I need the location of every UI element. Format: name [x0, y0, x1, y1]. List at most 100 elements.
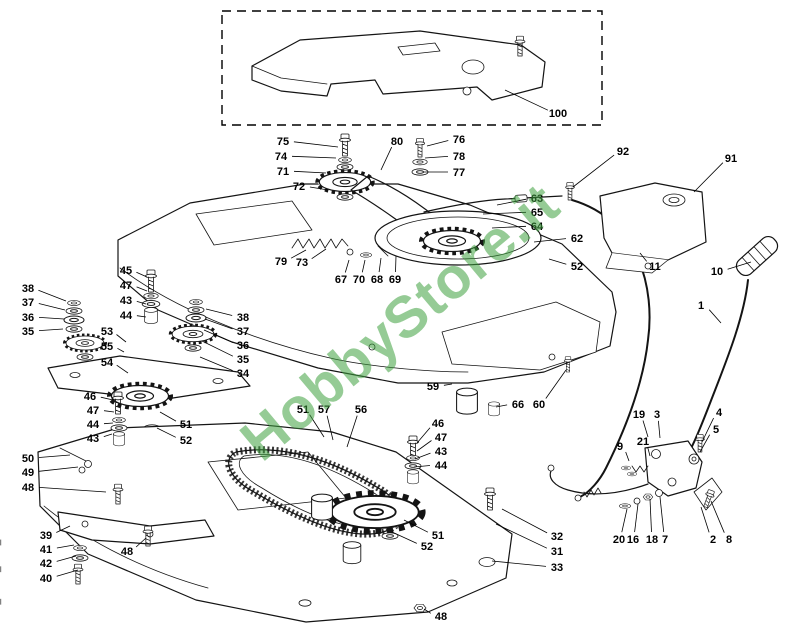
leader-line-60 [545, 369, 567, 399]
part-label-20: 20 [613, 534, 625, 546]
part-label-72: 72 [293, 181, 305, 193]
part-label-48: 48 [435, 611, 447, 623]
leader-line-33 [491, 560, 547, 567]
part-label-35: 35 [237, 354, 249, 366]
leader-line-9 [625, 451, 630, 462]
leader-line-11 [639, 252, 648, 262]
leader-line-19 [642, 420, 649, 438]
part-label-35: 35 [22, 326, 34, 338]
leader-line-53 [116, 334, 127, 343]
leader-line-48 [423, 608, 432, 614]
leader-line-44 [103, 422, 114, 425]
part-label-66: 66 [512, 399, 524, 411]
leader-line-57 [326, 415, 334, 441]
leader-line-8 [710, 500, 725, 533]
inset-box [221, 10, 603, 126]
part-label-34: 34 [237, 368, 250, 380]
part-label-36: 36 [237, 340, 249, 352]
part-label-43: 43 [435, 446, 447, 458]
handle-grip-10 [685, 235, 779, 459]
leader-line-38 [38, 289, 67, 302]
leader-line-1 [708, 309, 722, 324]
part-label-53: 53 [101, 326, 113, 338]
leader-line-59 [443, 383, 453, 386]
part-label-65: 65 [531, 207, 543, 219]
leader-line-20 [621, 508, 628, 533]
leader-line-74 [291, 155, 337, 159]
leader-line-21 [647, 447, 651, 457]
part-label-54: 54 [101, 357, 114, 369]
leader-line-35 [201, 340, 234, 357]
leader-line-32 [501, 508, 548, 534]
part-label-3: 3 [654, 409, 660, 421]
part-label-43: 43 [120, 295, 132, 307]
part-label-44: 44 [120, 310, 133, 322]
leader-line-72 [309, 186, 329, 191]
part-label-76: 76 [453, 134, 465, 146]
part-label-32: 32 [551, 531, 563, 543]
leader-line-36 [203, 329, 233, 343]
leader-line-76 [426, 140, 449, 147]
leader-line-64 [491, 225, 527, 229]
right-cover-91 [599, 182, 707, 274]
part-label-46: 46 [84, 391, 96, 403]
part-label-52: 52 [180, 435, 192, 447]
leader-line-68 [378, 257, 382, 273]
leader-line-71 [293, 170, 327, 174]
lever-assembly [547, 434, 723, 511]
leader-line-38 [205, 308, 233, 316]
leader-line-52 [391, 531, 417, 544]
part-label-7: 7 [662, 534, 668, 546]
leader-line-47 [416, 440, 432, 452]
leader-line-42 [56, 555, 77, 562]
lower-deck [37, 422, 513, 623]
part-label-21: 21 [637, 436, 649, 448]
part-label-73: 73 [296, 257, 308, 269]
leader-line-67 [344, 259, 350, 273]
part-label-8: 8 [726, 534, 732, 546]
leader-line-52 [548, 258, 567, 265]
part-label-74: 74 [275, 151, 288, 163]
part-label-80: 80 [391, 136, 403, 148]
part-label-79: 79 [275, 256, 287, 268]
leader-line-39 [56, 525, 71, 533]
leader-line-46 [100, 396, 114, 401]
leader-line-91 [693, 162, 724, 193]
leader-line-31 [495, 523, 548, 549]
leader-line-63 [496, 198, 527, 206]
leader-line-18 [649, 498, 652, 533]
leader-line-3 [658, 420, 661, 439]
part-label-68: 68 [371, 274, 383, 286]
part-label-91: 91 [725, 153, 737, 165]
part-label-16: 16 [627, 534, 639, 546]
part-label-92: 92 [617, 146, 629, 158]
part-label-71: 71 [277, 166, 289, 178]
leader-line-100 [504, 89, 549, 111]
ring-gear-62 [374, 210, 542, 266]
leader-line-10 [727, 261, 752, 270]
leader-line-50 [38, 454, 71, 458]
part-label-69: 69 [389, 274, 401, 286]
part-label-48: 48 [22, 482, 34, 494]
part-label-47: 47 [120, 280, 132, 292]
leader-line-48 [135, 537, 147, 548]
leader-line-51 [309, 414, 325, 438]
leader-line-43 [414, 452, 431, 460]
leader-line-34 [199, 356, 233, 371]
leader-line-54 [116, 364, 129, 374]
top-cover-part [251, 30, 546, 101]
part-label-49: 49 [22, 467, 34, 479]
part-label-45: 45 [120, 265, 132, 277]
leader-line-45 [136, 271, 148, 278]
leader-line-7 [659, 496, 665, 533]
leader-line-62 [533, 238, 567, 243]
leader-line-69 [395, 255, 397, 273]
part-label-62: 62 [571, 233, 583, 245]
part-label-46: 46 [432, 418, 444, 430]
part-label-44: 44 [435, 460, 448, 472]
part-label-38: 38 [22, 283, 34, 295]
leader-line-49 [38, 466, 79, 472]
leader-line-92 [572, 154, 615, 188]
